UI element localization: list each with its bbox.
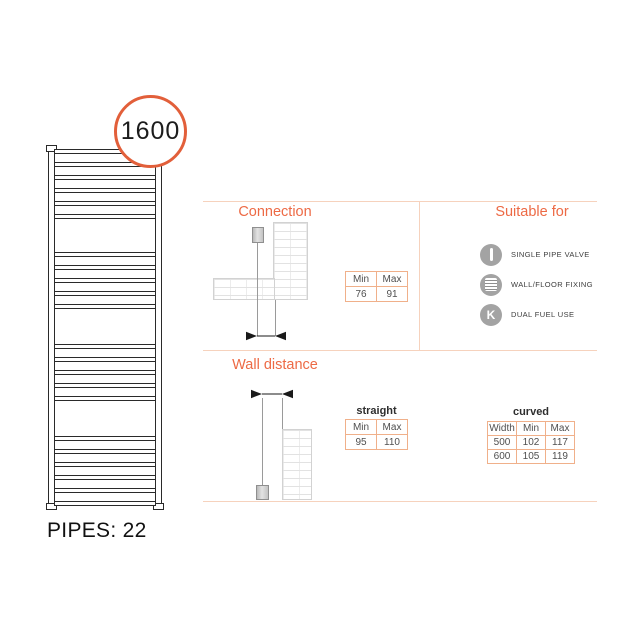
table-cell: 110: [376, 434, 408, 450]
curved-table: Width Min Max 500 102 117 600 105 119: [487, 421, 575, 464]
suitable-item-label: DUAL FUEL USE: [511, 310, 575, 319]
table-header-cell: Max: [545, 421, 575, 436]
radiator-left-cap: [46, 145, 57, 152]
radiator-bar: [54, 488, 156, 493]
dimension-arrow: [251, 389, 293, 399]
wall-edge-line: [275, 300, 276, 336]
pipes-count-label: PIPES: 22: [47, 519, 147, 542]
radiator-bar: [54, 436, 156, 441]
height-value: 1600: [120, 117, 181, 145]
panel-top-border: [203, 201, 597, 202]
wall-edge-line: [282, 398, 283, 430]
table-cell: 91: [376, 286, 408, 302]
brick-wall: [282, 429, 312, 500]
connection-table: Min Max 76 91: [345, 271, 408, 302]
single-pipe-valve-icon: [480, 243, 502, 266]
suitable-item-wall-floor-fixing: WALL/FLOOR FIXING: [480, 273, 593, 296]
radiator-bar: [54, 201, 156, 206]
table-cell: 102: [516, 435, 546, 450]
wall-floor-fixing-icon: [480, 273, 502, 296]
brick-wall: [273, 222, 308, 300]
dimension-arrow: [246, 331, 286, 341]
radiator-right-rail: [155, 148, 162, 505]
radiator-bar: [54, 462, 156, 467]
pipe-valve: [256, 485, 269, 500]
height-badge: 1600: [114, 95, 187, 168]
radiator-bar: [54, 449, 156, 454]
wall-distance-diagram: [240, 386, 320, 501]
table-cell: 119: [545, 449, 575, 464]
curved-table-label: curved: [512, 406, 550, 418]
suitable-item-dual-fuel-use: K DUAL FUEL USE: [480, 303, 574, 326]
radiator-bar: [54, 344, 156, 349]
radiator-bar: [54, 475, 156, 480]
radiator-bar: [54, 291, 156, 296]
table-header-cell: Max: [376, 271, 408, 287]
connection-diagram: [213, 221, 333, 343]
pipe-line: [257, 243, 258, 336]
suitable-item-single-pipe-valve: SINGLE PIPE VALVE: [480, 243, 590, 266]
panel-vertical-divider: [419, 201, 420, 350]
towel-radiator-drawing: [46, 145, 164, 513]
suitable-item-label: SINGLE PIPE VALVE: [511, 250, 590, 259]
table-cell: 600: [487, 449, 517, 464]
radiator-bar: [54, 396, 156, 401]
radiator-bar: [54, 357, 156, 362]
table-header-cell: Max: [376, 419, 408, 435]
table-cell: 95: [345, 434, 377, 450]
dual-fuel-icon: K: [480, 303, 502, 326]
radiator-bar: [54, 175, 156, 180]
table-header-cell: Width: [487, 421, 517, 436]
connection-title: Connection: [238, 204, 312, 220]
suitable-for-title: Suitable for: [495, 204, 569, 220]
radiator-bar: [54, 278, 156, 283]
table-header-cell: Min: [345, 271, 377, 287]
radiator-bar: [54, 304, 156, 309]
suitable-item-label: WALL/FLOOR FIXING: [511, 280, 593, 289]
radiator-bar: [54, 501, 156, 506]
straight-table-label: straight: [356, 405, 397, 417]
wall-distance-title: Wall distance: [232, 357, 318, 373]
table-cell: 76: [345, 286, 377, 302]
radiator-bar: [54, 383, 156, 388]
table-cell: 105: [516, 449, 546, 464]
table-header-cell: Min: [516, 421, 546, 436]
radiator-bar: [54, 214, 156, 219]
straight-table: Min Max 95 110: [345, 419, 408, 450]
radiator-bar: [54, 265, 156, 270]
radiator-bar: [54, 252, 156, 257]
table-header-cell: Min: [345, 419, 377, 435]
pipe-line: [262, 398, 263, 485]
panel-middle-divider: [203, 350, 597, 351]
brick-floor: [213, 278, 275, 300]
pipe-valve: [252, 227, 264, 243]
radiator-bar: [54, 370, 156, 375]
radiator-bar: [54, 188, 156, 193]
radiator-right-foot: [153, 503, 164, 510]
panel-bottom-border: [203, 501, 597, 502]
table-cell: 117: [545, 435, 575, 450]
radiator-left-foot: [46, 503, 57, 510]
table-cell: 500: [487, 435, 517, 450]
